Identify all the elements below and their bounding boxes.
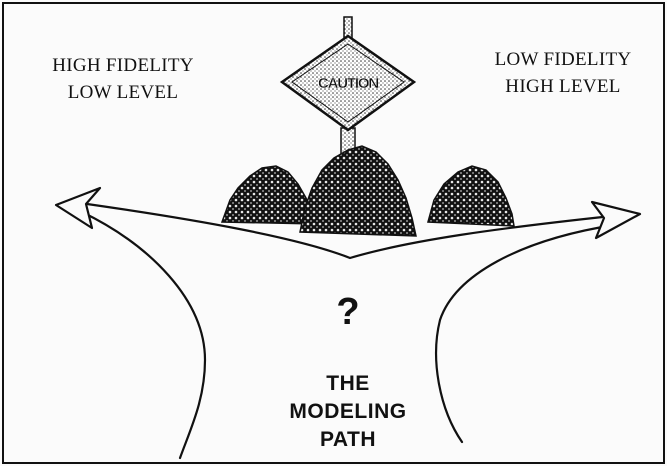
low-fidelity-line: LOW FIDELITY [494,49,632,70]
high-level-line: HIGH LEVEL [505,76,621,97]
bush-icon [220,145,515,237]
path-title-line-3: PATH [319,428,377,451]
caution-sign-icon: CAUTION [279,16,417,169]
road-right-edge [435,223,616,444]
path-title-line-1: THE [326,372,370,395]
right-arrow-icon [590,200,642,240]
modeling-path-title: THE MODELING PATH [268,370,428,454]
bush-left [220,165,318,225]
caution-sign-text: CAUTION [318,75,378,92]
low-fidelity-label: LOW FIDELITY HIGH LEVEL [468,46,658,100]
frame-border [2,2,665,464]
left-arrow-icon [54,186,102,230]
path-title-line-2: MODELING [289,400,407,423]
bush-center [299,145,417,237]
modeling-path-road [78,201,616,460]
bush-right [427,165,515,227]
road-upper-edge [78,201,614,260]
high-fidelity-line: HIGH FIDELITY [52,55,194,76]
road-left-edge [80,210,207,460]
high-fidelity-label: HIGH FIDELITY LOW LEVEL [28,52,218,106]
low-level-line: LOW LEVEL [67,82,179,103]
question-mark: ? [336,291,360,333]
